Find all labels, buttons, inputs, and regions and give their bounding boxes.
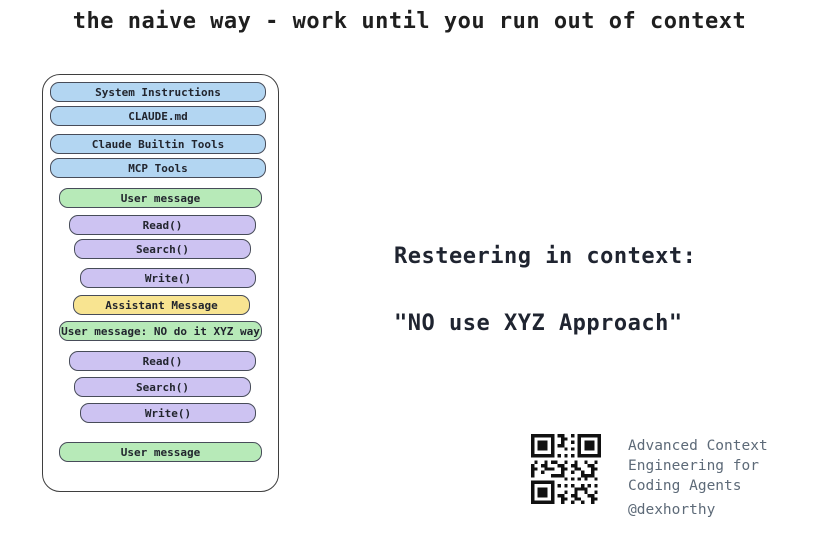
stack-bar: Read() xyxy=(69,215,256,235)
stack-bar: Write() xyxy=(80,403,256,423)
stack-bar: Search() xyxy=(74,239,251,259)
stack-bar-label: MCP Tools xyxy=(128,161,188,175)
stack-bar-label: User message xyxy=(120,191,201,205)
stack-bar: User message: NO do it XYZ way xyxy=(59,321,262,341)
stack-bar-label: System Instructions xyxy=(95,85,221,99)
stack-bar: MCP Tools xyxy=(50,158,266,178)
page-title: the naive way - work until you run out o… xyxy=(72,9,747,34)
stack-bar-label: Assistant Message xyxy=(105,298,218,312)
annotation-text: Resteering in context: "NO use XYZ Appro… xyxy=(394,244,696,336)
annotation-line-2: "NO use XYZ Approach" xyxy=(394,311,683,336)
footer-handle: @dexhorthy xyxy=(628,502,716,518)
stack-bar-label: User message xyxy=(120,445,201,459)
stack-bar-label: Claude Builtin Tools xyxy=(91,137,225,151)
stack-bar-label: Write() xyxy=(144,406,192,420)
stack-bar-label: Search() xyxy=(136,380,189,394)
footer-line: Coding Agents xyxy=(628,478,742,494)
footer-line: Advanced Context xyxy=(628,438,768,454)
footer-line: Engineering for xyxy=(628,458,759,474)
stack-bar: CLAUDE.md xyxy=(50,106,266,126)
stack-bar-label: Search() xyxy=(136,242,189,256)
stack-bar-label: Read() xyxy=(142,354,183,368)
stack-bar-label: User message: NO do it XYZ way xyxy=(61,324,260,338)
stack-bar: Read() xyxy=(69,351,256,371)
stack-bar-label: Write() xyxy=(144,271,192,285)
qr-code-icon xyxy=(531,434,601,504)
stack-bar: Assistant Message xyxy=(73,295,250,315)
footer: Advanced Context Engineering for Coding … xyxy=(531,434,768,520)
stack-bar: User message xyxy=(59,188,262,208)
stack-bar-label: CLAUDE.md xyxy=(128,109,188,123)
stack-bar: Search() xyxy=(74,377,251,397)
stack-bar: User message xyxy=(59,442,262,462)
stack-bar: System Instructions xyxy=(50,82,266,102)
stack-bar-label: Read() xyxy=(142,218,183,232)
footer-attribution: Advanced Context Engineering for Coding … xyxy=(628,436,768,520)
stack-bar: Claude Builtin Tools xyxy=(50,134,266,154)
annotation-line-1: Resteering in context: xyxy=(394,244,697,269)
stack-bar: Write() xyxy=(80,268,256,288)
